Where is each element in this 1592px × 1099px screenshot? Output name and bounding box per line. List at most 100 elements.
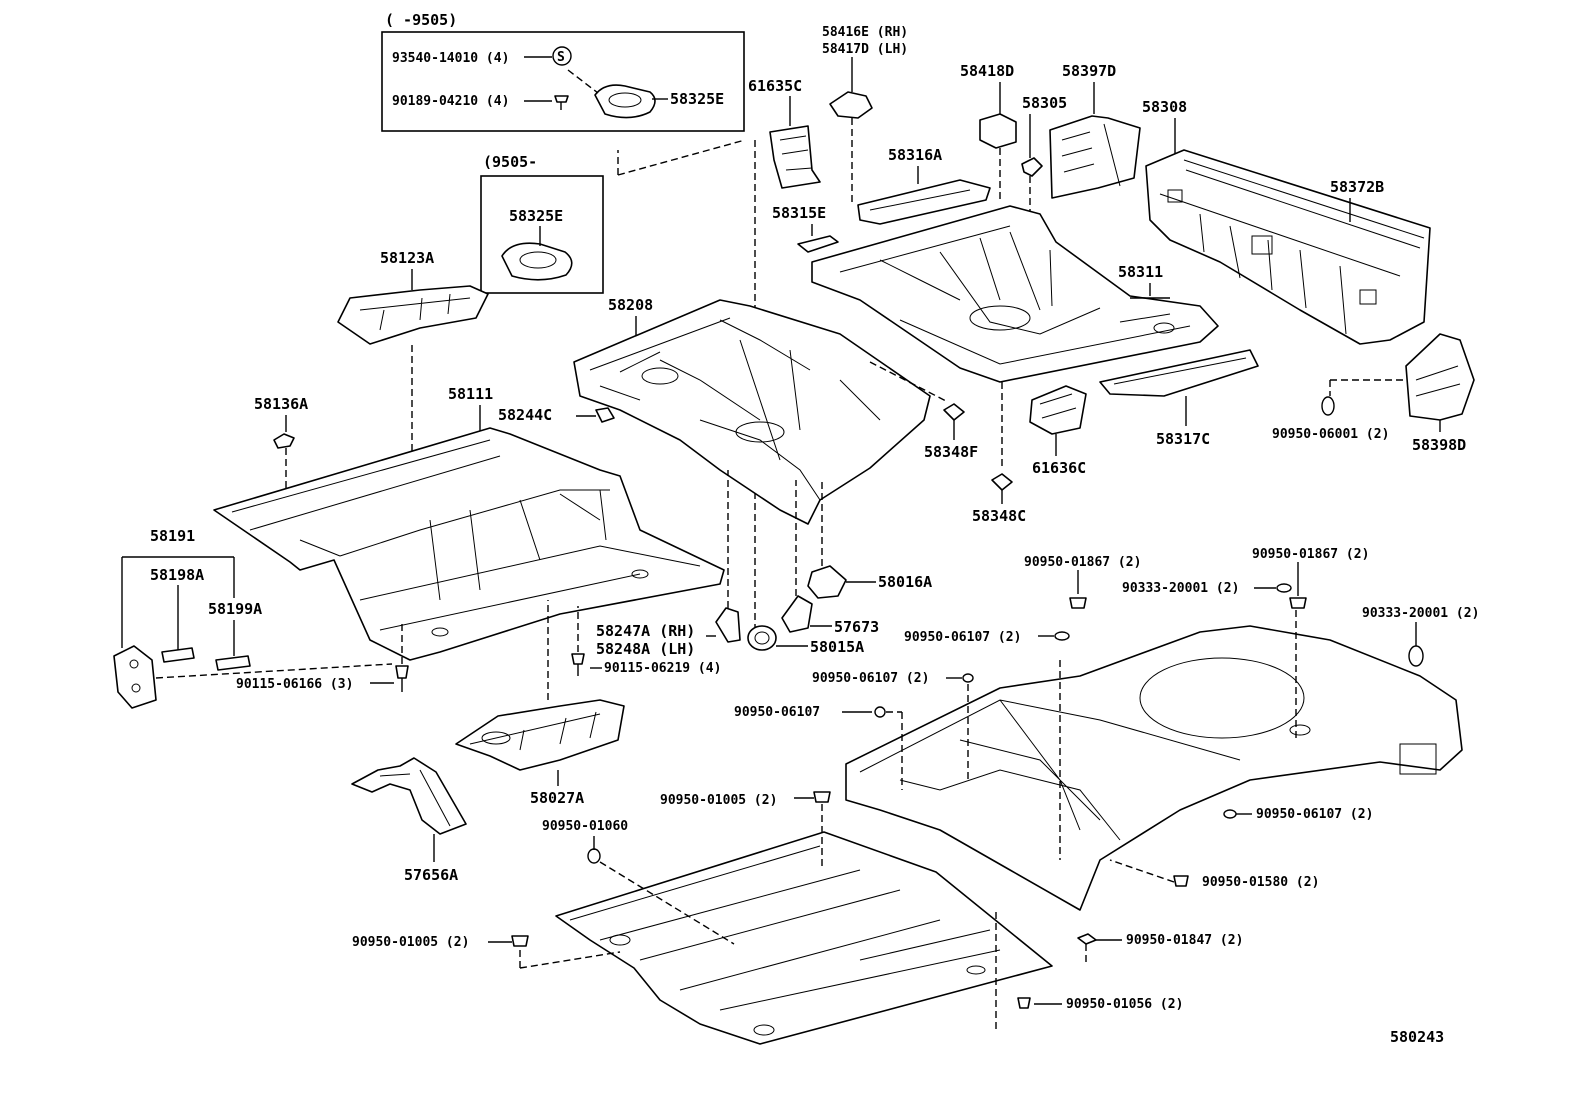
label-90950-06107-c: 90950-06107 (734, 705, 820, 720)
label-58248A: 58248A (LH) (596, 640, 695, 658)
group-58136A: 58136A (254, 395, 308, 530)
part-58397D (1049, 115, 1141, 199)
label-90950-01867-a: 90950-01867 (2) (1024, 555, 1141, 570)
group-58016A: 58016A (807, 480, 932, 599)
group-58397D: 58397D (1049, 62, 1141, 199)
part-58247A (715, 607, 741, 643)
label-90950-06107-a: 90950-06107 (2) (904, 630, 1021, 645)
label-58016A: 58016A (878, 573, 932, 591)
part-58317C (1099, 349, 1259, 397)
part-58348F (943, 403, 965, 421)
plug-90950-01005-b-icon (511, 935, 529, 947)
label-58111: 58111 (448, 385, 493, 403)
label-58315E: 58315E (772, 204, 826, 222)
label-58198A: 58198A (150, 566, 204, 584)
group-58311: 58311 (811, 205, 1219, 470)
part-front-floor-cover (555, 831, 1053, 1045)
plug-90950-01867-a-icon (1069, 597, 1087, 609)
label-90950-01867-b: 90950-01867 (2) (1252, 547, 1369, 562)
part-58111-front-floor (213, 427, 725, 661)
group-58348F: 58348F (869, 361, 978, 461)
part-58136A (273, 433, 295, 449)
part-rear-floor-cover (845, 625, 1463, 911)
label-58325E-upper: 58325E (670, 90, 724, 108)
group-58015A: 58015A (747, 625, 864, 656)
part-58416E (829, 91, 873, 119)
part-58244C (595, 407, 615, 423)
upper-box-range: ( -9505) (385, 11, 457, 29)
part-58311-rear-floor (811, 205, 1219, 383)
grommet-icon (1321, 396, 1335, 416)
label-90950-06107-d: 90950-06107 (2) (1256, 807, 1373, 822)
lower-detail-box: (9505- 58325E (480, 139, 746, 294)
label-58348C: 58348C (972, 507, 1026, 525)
plug-90950-06107-c-icon (874, 706, 886, 718)
label-90950-01580: 90950-01580 (2) (1202, 875, 1319, 890)
s-mark-text: S (557, 50, 565, 65)
group-58027A: 58027A (455, 600, 625, 807)
plug-90950-01847-icon (1077, 933, 1097, 945)
label-58247A: 58247A (RH) (596, 622, 695, 640)
label-90950-01056: 90950-01056 (2) (1066, 997, 1183, 1012)
label-90333-20001-a: 90333-20001 (2) (1122, 581, 1239, 596)
part-58016A (807, 565, 847, 599)
label-58199A: 58199A (208, 600, 262, 618)
label-58136A: 58136A (254, 395, 308, 413)
part-58316A (857, 179, 991, 225)
label-90950-01847: 90950-01847 (2) (1126, 933, 1243, 948)
part-58199A-bolt (215, 655, 251, 671)
s-mark-icon (552, 46, 572, 66)
group-58244C: 58244C (498, 406, 615, 424)
part-57656A (351, 757, 467, 835)
label-58208: 58208 (608, 296, 653, 314)
grommet-90333-a-icon (1276, 583, 1292, 593)
part-58348C (991, 473, 1013, 491)
part-58198A-bolt (161, 647, 195, 663)
label-57656A: 57656A (404, 866, 458, 884)
label-90950-06001: 90950-06001 (2) (1272, 427, 1389, 442)
label-90115-06219: 90115-06219 (4) (604, 661, 721, 676)
label-58123A: 58123A (380, 249, 434, 267)
clip-icon (554, 95, 569, 103)
label-90950-01005-b: 90950-01005 (2) (352, 935, 469, 950)
group-61636C: 61636C (1029, 385, 1087, 477)
group-57656A: 57656A (351, 757, 467, 884)
label-58244C: 58244C (498, 406, 552, 424)
group-58418D: 58418D (960, 62, 1017, 200)
label-58305: 58305 (1022, 94, 1067, 112)
diagram-code: 580243 (1390, 1028, 1444, 1046)
label-58348F: 58348F (924, 443, 978, 461)
group-58348C: 58348C (972, 473, 1026, 525)
label-58418D: 58418D (960, 62, 1014, 80)
upper-detail-box: ( -9505) 93540-14010 (4) S 90189-04210 (… (381, 11, 745, 132)
bolt-90115-06219-icon (571, 653, 585, 665)
group-58247A: 58247A (RH) 58248A (LH) (596, 470, 741, 658)
label-90950-01005-a: 90950-01005 (2) (660, 793, 777, 808)
label-90189-04210: 90189-04210 (4) (392, 94, 509, 109)
label-61636C: 61636C (1032, 459, 1086, 477)
group-58398D: 58398D 90950-06001 (2) (1272, 333, 1475, 454)
group-61635C: 61635C (748, 77, 821, 640)
label-58325E-lower: 58325E (509, 207, 563, 225)
plug-90950-06107-a-icon (1054, 631, 1070, 641)
group-58308: 58308 58372B (1142, 98, 1431, 345)
label-61635C: 61635C (748, 77, 802, 95)
plug-90950-01005-a-icon (813, 791, 831, 803)
group-58316A: 58316A (857, 146, 991, 225)
group-58416E: 58416E (RH) 58417D (LH) (822, 25, 908, 205)
group-front-under-cover (519, 831, 1053, 1045)
label-58317C: 58317C (1156, 430, 1210, 448)
group-58208: 58208 (573, 296, 931, 525)
group-58111: 58111 (213, 385, 725, 661)
label-90333-20001-b: 90333-20001 (2) (1362, 606, 1479, 621)
group-58191: 58191 58198A 58199A (113, 527, 393, 709)
plug-90950-06107-d-icon (1223, 809, 1237, 819)
part-58015A (747, 625, 777, 651)
group-57673: 57673 (781, 480, 879, 636)
label-93540-14010: 93540-14010 (4) (392, 51, 509, 66)
label-58191: 58191 (150, 527, 195, 545)
label-58015A: 58015A (810, 638, 864, 656)
part-58208-center-floor (573, 299, 931, 525)
group-58317C: 58317C (1099, 349, 1259, 448)
